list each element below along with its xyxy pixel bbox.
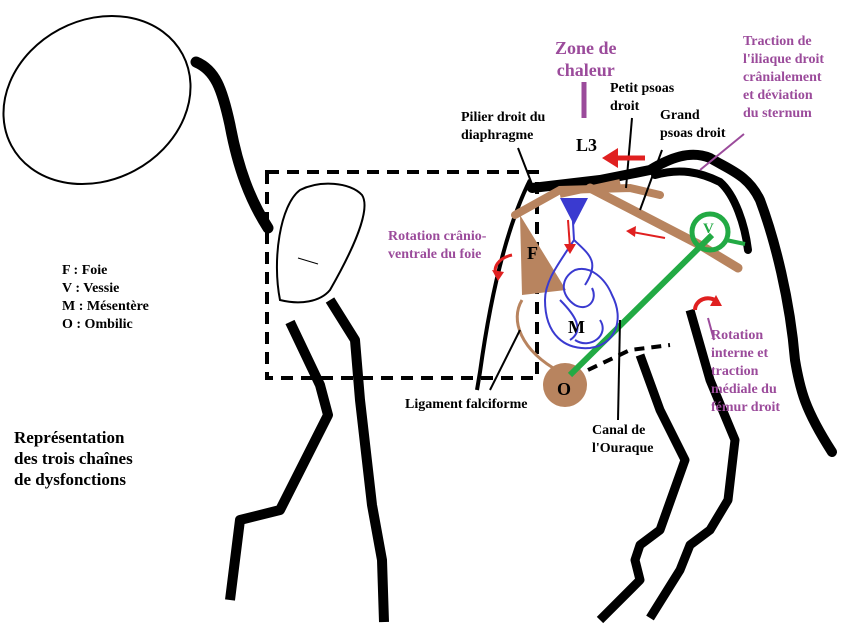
left-hind-leg [596, 353, 690, 624]
legend-item-ombilic: O : Ombilic [62, 317, 133, 332]
legend-item-mesentere: M : Mésentère [62, 299, 149, 314]
label-rotation-femur: Rotation interne et traction médiale du … [711, 328, 781, 415]
label-traction-iliaque: Traction de l'iliaque droit crânialement… [743, 34, 825, 121]
head-outline [2, 14, 192, 186]
legend: F : Foie V : Vessie M : Mésentère O : Om… [62, 262, 149, 334]
arrow-rotation-foie [492, 253, 513, 281]
letter-vessie: V [703, 221, 714, 237]
diagram-title: Représentation des trois chaînes de dysf… [14, 428, 133, 489]
ombilic-circle [543, 363, 587, 407]
neck-back-line [190, 56, 274, 234]
vessie-circle [689, 211, 731, 253]
dashed-region [265, 170, 539, 380]
label-zone-chaleur: Zone de chaleur [555, 38, 617, 80]
label-rotation-foie: Rotation crânio- ventrale du foie [388, 229, 487, 262]
arrow-mesentere [564, 219, 576, 254]
pointer-ligament [489, 329, 521, 391]
vessie-tail [725, 238, 746, 246]
legend-item-foie: F : Foie [62, 263, 108, 278]
inner-back-line [651, 167, 752, 254]
letter-mesentere: M [568, 317, 585, 337]
label-grand-psoas: Grand psoas droit [660, 108, 726, 141]
diaphragm-pillar [559, 179, 621, 198]
legend-item-vessie: V : Vessie [62, 281, 120, 296]
label-pilier-diaphragme: Pilier droit du diaphragme [461, 110, 546, 143]
mesentere-shape [543, 204, 619, 350]
letter-ombilic: O [557, 379, 572, 399]
pointer-traction-iliaque [699, 133, 745, 171]
left-front-leg [225, 319, 333, 601]
grand-psoas-muscle [585, 183, 743, 273]
label-canal-ouraque: Canal de l'Ouraque [592, 423, 654, 456]
label-ligament-falciforme: Ligament falciforme [405, 397, 528, 412]
label-petit-psoas: Petit psoas droit [610, 81, 675, 114]
arrow-grand-psoas [626, 226, 666, 239]
letter-foie: F [527, 243, 538, 263]
arrow-l3 [602, 148, 645, 168]
foie-shape [520, 215, 566, 295]
right-front-leg [325, 297, 389, 623]
label-l3: L3 [576, 135, 598, 155]
ouraque-line [567, 232, 715, 378]
right-hind-leg [646, 308, 740, 621]
mesentere-root [560, 198, 588, 225]
pointer-petit-psoas [625, 117, 633, 189]
pointer-canal [617, 319, 621, 421]
pointer-pilier [517, 147, 536, 193]
pointer-grand-psoas [639, 149, 663, 211]
arrow-rotation-femur [693, 295, 722, 311]
pointer-rotation-femur [707, 317, 715, 341]
thigh-mark [297, 257, 319, 265]
dashed-belly [587, 343, 671, 372]
spine-line [527, 149, 837, 457]
thigh-outline [275, 182, 366, 304]
ligament-falciforme [515, 299, 561, 374]
